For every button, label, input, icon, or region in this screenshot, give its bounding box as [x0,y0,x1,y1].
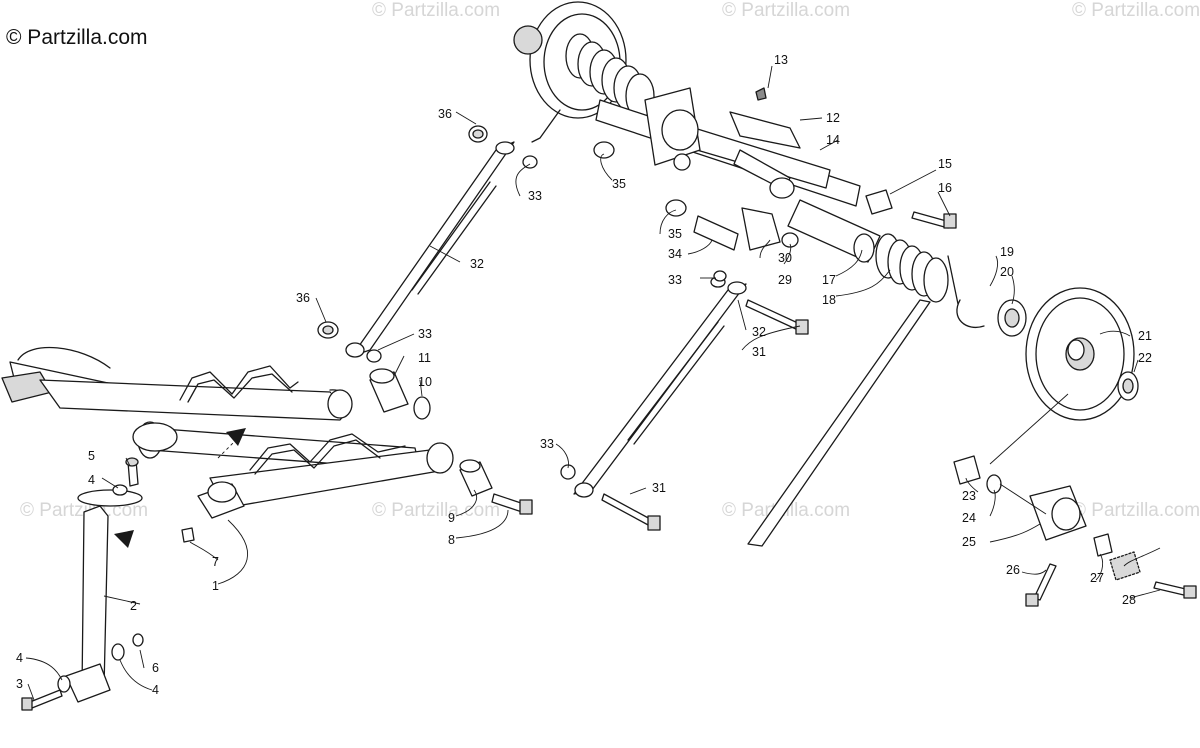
callout-16: 16 [938,181,952,195]
callout-27: 27 [1090,571,1104,585]
front-bushings [369,368,533,515]
rear-shaft-assembly [513,1,957,282]
callout-6: 6 [152,661,159,675]
callout-31: 31 [752,345,766,359]
callout-15: 15 [938,157,952,171]
callout-25: 25 [962,535,976,549]
lower-torsion-spring [747,233,959,547]
callout-7: 7 [212,555,219,569]
rear-idler-wheel [956,287,1139,465]
callout-32: 32 [470,257,484,271]
callout-36: 36 [438,107,452,121]
callout-labels: 13 36 12 14 15 16 33 35 35 34 30 29 33 1… [16,53,1152,697]
callout-33: 33 [668,273,682,287]
watermark: © Partzilla.com [372,0,500,21]
callout-5: 5 [88,449,95,463]
callout-10: 10 [418,375,432,389]
callout-4: 4 [152,683,159,697]
watermark: © Partzilla.com [1072,500,1200,521]
callout-leaders [25,65,1161,701]
callout-19: 19 [1000,245,1014,259]
callout-24: 24 [962,511,976,525]
callout-13: 13 [774,53,788,67]
link-bar-lower-32 [560,276,809,531]
callout-36: 36 [296,291,310,305]
watermark: © Partzilla.com [722,0,850,21]
callout-20: 20 [1000,265,1014,279]
watermark: © Partzilla.com [372,500,500,521]
callout-1: 1 [212,579,219,593]
callout-35: 35 [612,177,626,191]
callout-33: 33 [528,189,542,203]
callout-22: 22 [1138,351,1152,365]
callout-4: 4 [88,473,95,487]
link-bar-upper-32 [317,125,538,363]
callout-23: 23 [962,489,976,503]
front-arm-assembly [1,346,454,548]
callout-12: 12 [826,111,840,125]
callout-18: 18 [822,293,836,307]
callout-14: 14 [826,133,840,147]
callout-3: 3 [16,677,23,691]
watermark: © Partzilla.com [1072,0,1200,21]
callout-31: 31 [652,481,666,495]
callout-33: 33 [540,437,554,451]
callout-26: 26 [1006,563,1020,577]
callout-34: 34 [668,247,682,261]
callout-4: 4 [16,651,23,665]
callout-30: 30 [778,251,792,265]
callout-8: 8 [448,533,455,547]
front-link-arm [21,457,195,711]
callout-11: 11 [418,351,431,365]
callout-28: 28 [1122,593,1136,607]
copyright-label: © Partzilla.com [6,26,148,49]
callout-2: 2 [130,599,137,613]
callout-32: 32 [752,325,766,339]
rear-axle-bracket [953,455,1197,607]
callout-35: 35 [668,227,682,241]
callout-17: 17 [822,273,836,287]
callout-33: 33 [418,327,432,341]
callout-21: 21 [1138,329,1152,343]
callout-29: 29 [778,273,792,287]
callout-9: 9 [448,511,455,525]
